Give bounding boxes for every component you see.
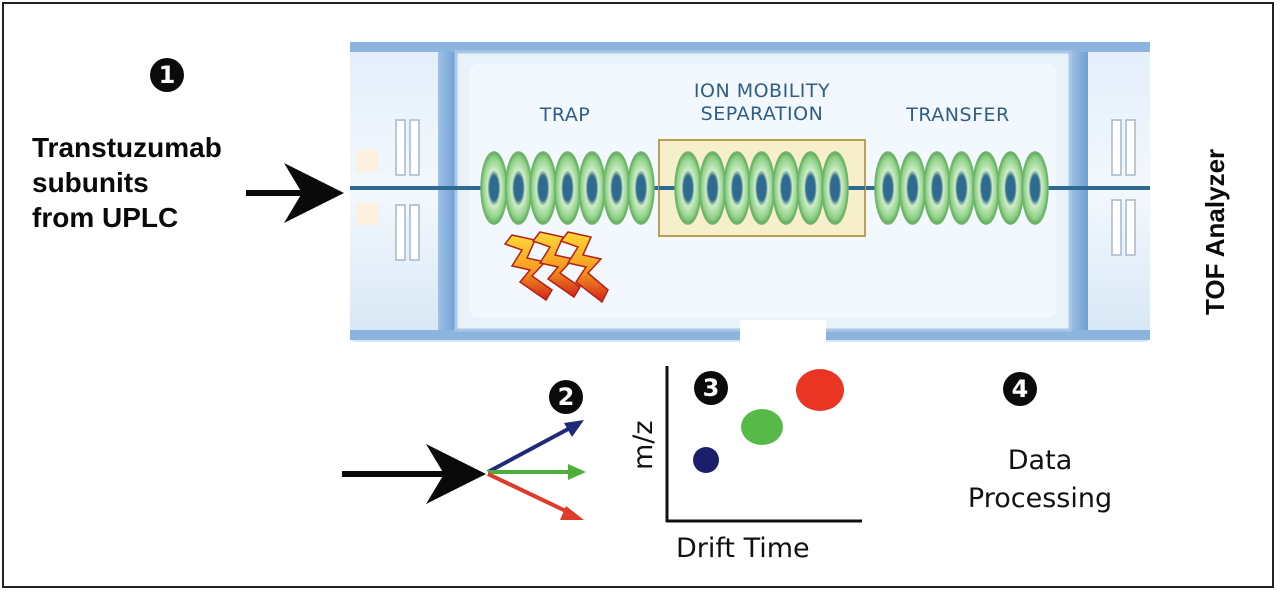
blue-arrow [487,426,571,474]
ims-label-line1: ION MOBILITY [693,80,831,102]
ring-aperture [831,175,839,201]
data-processing-label: Data Processing [940,442,1140,518]
input-label-line2: subunits [32,167,149,198]
exit-wall [1070,52,1088,330]
plot-x-label: Drift Time [676,533,810,564]
plot-y-label: m/z [628,420,659,470]
ring-aperture [782,175,790,201]
entrance-lenses [356,119,420,261]
ring-aperture [933,175,941,201]
entrance-wall [438,52,456,330]
transfer-rings [874,151,1049,225]
ims-rings [674,151,849,225]
spot-green [741,409,783,445]
input-label-line1: Transtuzumab [32,132,222,163]
trap-rings [480,151,655,225]
input-label: Transtuzumab subunits from UPLC [32,130,222,235]
ring-aperture [708,175,717,201]
ring-aperture [1031,175,1039,201]
ring-aperture [806,175,815,201]
step-1-badge: 1 [150,58,184,92]
spot-navy [693,447,719,473]
step-2-badge: 2 [549,380,583,414]
ims-label-line2: SEPARATION [700,103,824,125]
step-4-badge: 4 [1003,372,1037,406]
ring-aperture [733,175,741,201]
data-processing-line2: Processing [967,483,1113,514]
transfer-label: TRANSFER [906,104,1010,126]
ring-aperture [588,175,596,201]
ring-aperture [684,175,692,201]
spot-red [796,369,844,411]
ring-aperture [637,175,645,201]
input-label-line3: from UPLC [32,202,179,233]
drift-plot [665,366,862,523]
data-processing-line1: Data [1007,445,1073,476]
ring-aperture [908,175,917,201]
ring-aperture [563,175,572,201]
ring-aperture [982,175,990,201]
ring-aperture [884,175,892,201]
ring-aperture [539,175,547,201]
red-arrow [487,472,571,515]
ring-aperture [490,175,498,201]
exit-lenses [1111,119,1136,256]
ring-aperture [1006,175,1015,201]
stacked-ring-ion-guides [480,151,1049,225]
ring-aperture [514,175,523,201]
ring-aperture [957,175,966,201]
ring-aperture [757,175,766,201]
tof-analyzer-label: TOF Analyzer [1200,148,1230,315]
ims-label: ION MOBILITY SEPARATION [652,80,872,126]
ring-aperture [612,175,621,201]
dispersion-arrows [342,420,586,520]
step-3-badge: 3 [694,371,728,405]
lightning-bolt-icon [503,231,609,304]
trap-label: TRAP [539,104,591,126]
